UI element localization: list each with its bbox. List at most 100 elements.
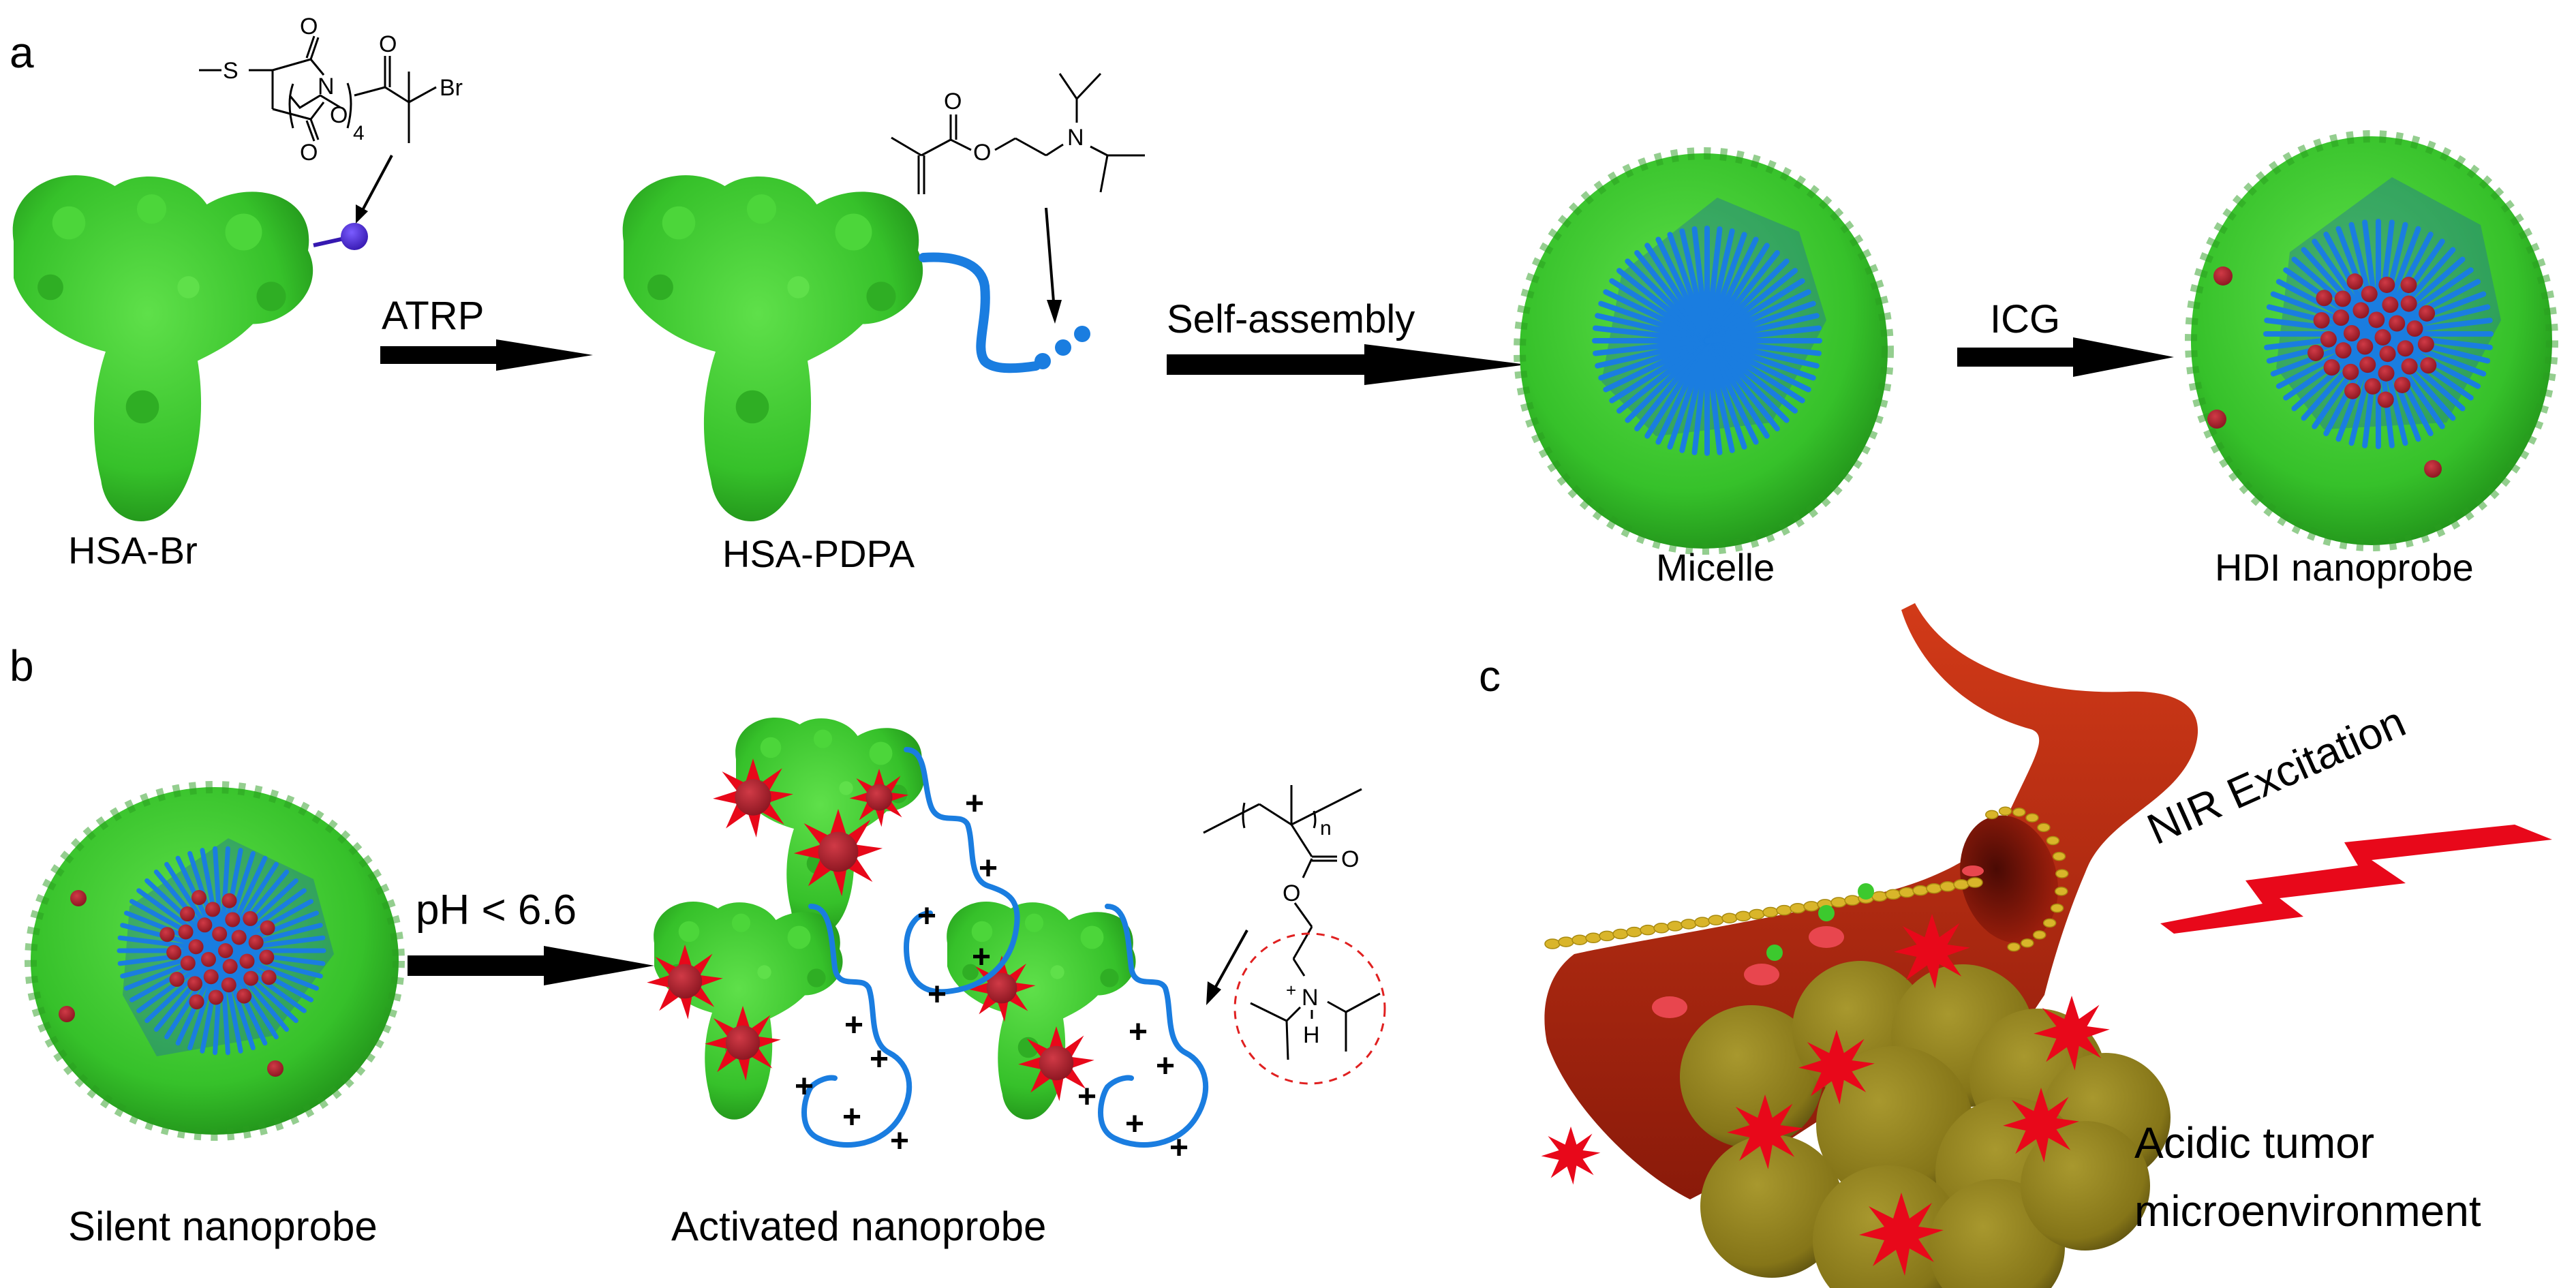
icg-dot (2417, 336, 2434, 353)
atom-o-ester: O (1283, 880, 1300, 906)
icg-dot (187, 976, 203, 992)
arrow-label-icg: ICG (1990, 297, 2061, 341)
icg-dot (2400, 277, 2417, 294)
starburst-icon (793, 809, 883, 897)
positive-charge-icon: + (1129, 1014, 1148, 1050)
icg-dot (205, 902, 221, 917)
panel-letter-a: a (10, 28, 34, 77)
icg-dot (261, 970, 277, 985)
icg-dot (2401, 358, 2418, 375)
positive-charge-icon: + (870, 1041, 889, 1077)
icg-arrow (1957, 337, 2174, 377)
starburst-icon (705, 1006, 781, 1081)
icg-dot (159, 927, 175, 942)
icg-dot (188, 939, 204, 955)
arrow-label-self-assembly: Self-assembly (1167, 297, 1415, 341)
icg-dot (2419, 305, 2436, 322)
icg-dot (2379, 346, 2396, 363)
icg-dot (2343, 324, 2360, 341)
icg-dot (2352, 302, 2370, 319)
silent-nanoprobe (25, 781, 405, 1141)
endothelial-cell (2007, 942, 2021, 952)
icg-dot (259, 949, 275, 965)
endothelial-cell (1871, 891, 1888, 902)
monomer-arrow (1045, 207, 1056, 311)
tumor-cell (2021, 1121, 2150, 1251)
icg-dot (2400, 295, 2417, 312)
endothelial-cell (1912, 885, 1929, 896)
icg-dot (2335, 342, 2352, 359)
atom-n: N (1067, 125, 1084, 151)
pdpa-chain (919, 252, 1041, 373)
atom-s: S (223, 58, 239, 84)
icg-dot (2389, 315, 2406, 332)
endothelial-cell (1599, 930, 1615, 942)
endothelial-cell (1681, 919, 1697, 930)
endothelial-cell (1967, 877, 1983, 888)
endothelial-cell (1985, 810, 1999, 820)
endothelial-cell (1694, 917, 1711, 927)
step-label-silent-nanoprobe: Silent nanoprobe (68, 1203, 378, 1249)
endothelial-cell (1571, 934, 1588, 945)
endothelial-cell (2032, 930, 2046, 940)
icg-dot (179, 906, 195, 922)
endothelial-cell (1585, 932, 1601, 944)
icg-dot (2333, 309, 2350, 326)
icg-dot (191, 890, 206, 906)
endothelial-cell (2046, 835, 2060, 846)
endothelial-cell (1790, 902, 1806, 914)
self-assembly-arrow (1167, 344, 1527, 385)
polymer-dot (1055, 339, 1071, 356)
positive-charge-icon: + (972, 939, 991, 975)
icg-dot (189, 994, 204, 1010)
positive-charge-icon: + (1169, 1130, 1189, 1166)
endothelial-cell (2012, 808, 2026, 817)
icg-dot (2377, 391, 2394, 408)
icg-dot (166, 945, 182, 960)
endothelial-cell (1926, 883, 1942, 894)
polymer-dot (1074, 326, 1090, 342)
positive-charge-icon: + (917, 898, 936, 934)
icg-dot (2368, 311, 2385, 328)
icg-dot (236, 988, 252, 1004)
step-label-hdi-nanoprobe: HDI nanoprobe (2215, 546, 2474, 589)
endothelial-cell (1939, 881, 1956, 892)
icg-dot (217, 943, 233, 958)
icg-dot (2359, 356, 2376, 373)
icg-dot (2394, 376, 2411, 393)
atom-n: N (1302, 985, 1319, 1011)
icg-dot (2323, 359, 2340, 376)
positive-charge-icon: + (842, 1099, 861, 1135)
endothelial-cell (2042, 918, 2057, 928)
icg-dot (2357, 338, 2374, 355)
pdpa-arrow-head (1206, 981, 1221, 1005)
endothelial-cell (1667, 921, 1683, 932)
initiator-arrow-head (356, 204, 368, 224)
endothelial-cell (1721, 913, 1738, 924)
cationic-polymer-chain (801, 904, 913, 1148)
icg-dot (2361, 286, 2378, 303)
atom-h: H (1303, 1022, 1320, 1048)
icg-dot (169, 972, 185, 987)
icg-dot (2320, 331, 2337, 348)
atom-o-carbonyl: O (944, 89, 962, 114)
polymer-ray (2376, 318, 2493, 337)
hsa-pdpa-protein (622, 175, 923, 521)
atom-o-top: O (300, 14, 318, 40)
positive-charge-icon: + (965, 786, 984, 822)
hdi-nanoprobe (2185, 130, 2558, 551)
panel-letter-b: b (10, 641, 34, 690)
endothelial-cell (1612, 928, 1629, 940)
icg-dot (2313, 312, 2330, 329)
icg-dot (225, 912, 241, 927)
repeat-n: n (1320, 817, 1332, 840)
endothelial-cell (1544, 938, 1561, 949)
icg-dot (2342, 363, 2359, 380)
n-plus-charge: + (1286, 980, 1296, 1000)
positive-charge-icon: + (795, 1069, 814, 1105)
starburst-icon (849, 769, 909, 827)
icg-dot (2406, 320, 2423, 337)
icg-dot (2364, 378, 2381, 395)
endothelial-cell (1885, 889, 1901, 900)
repeat-count: 4 (353, 122, 365, 144)
